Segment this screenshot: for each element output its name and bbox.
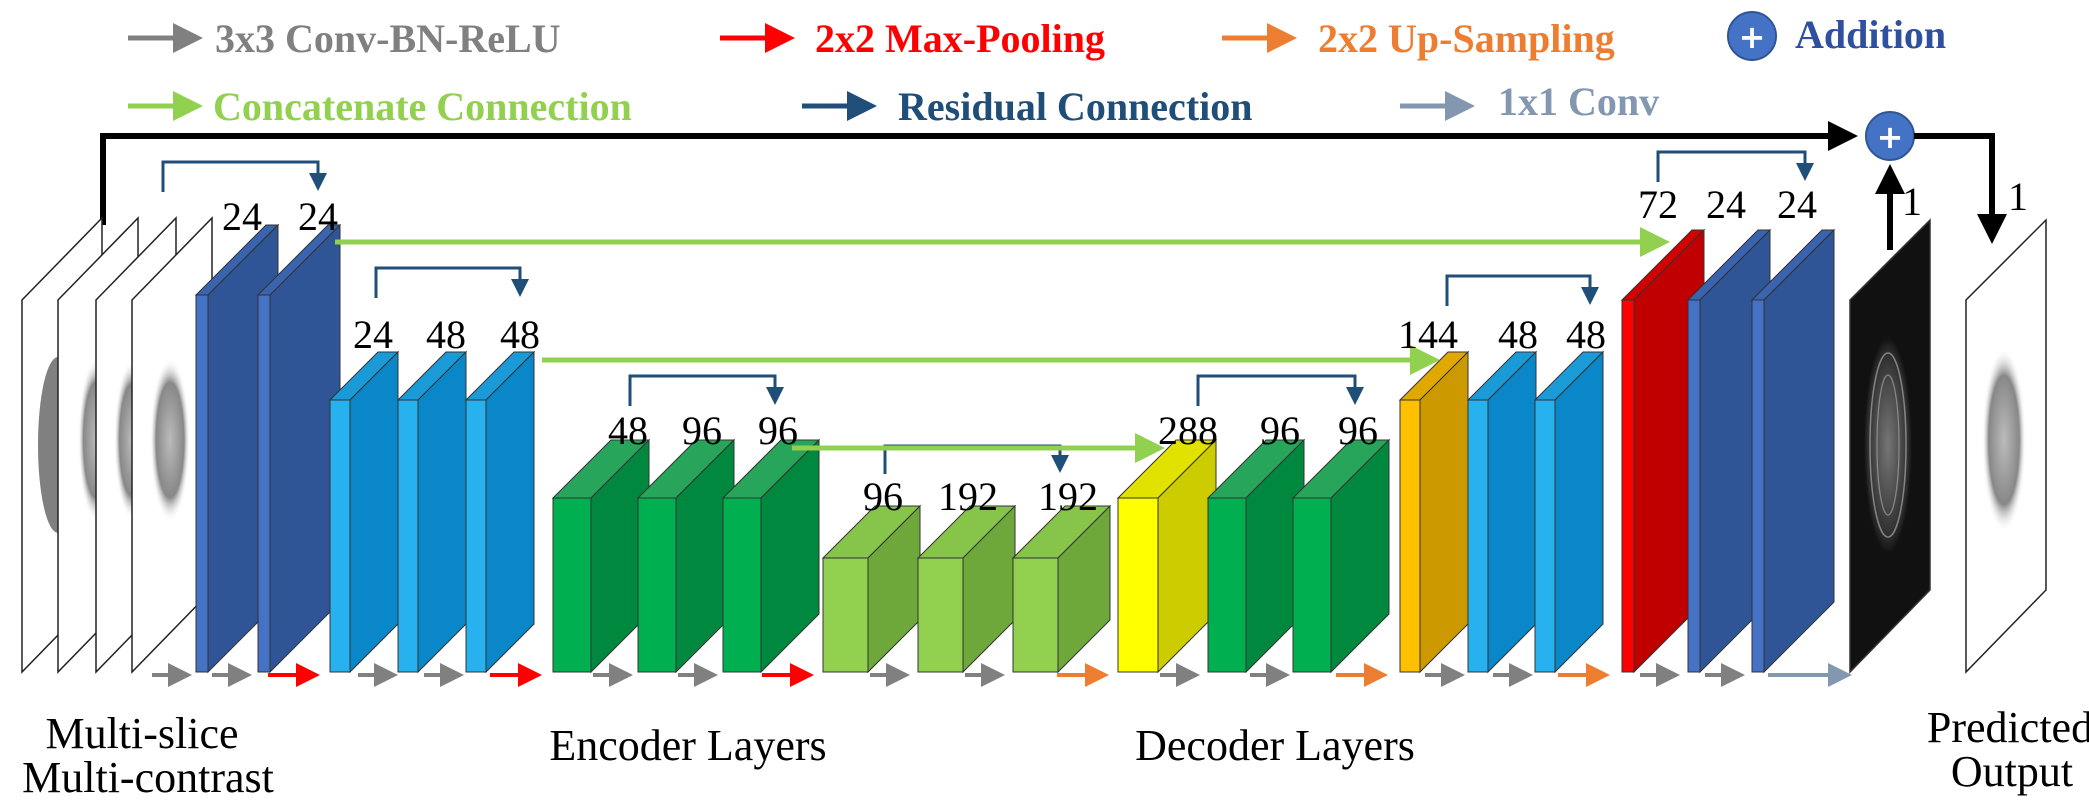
- caption-input-line2: Multi-contrast: [22, 753, 274, 802]
- channel-label: 24: [298, 194, 338, 239]
- channel-label: 96: [1338, 408, 1378, 453]
- channel-label: 48: [426, 312, 466, 357]
- layer-block: [821, 504, 922, 674]
- channel-label: 96: [758, 408, 798, 453]
- input-slices: [21, 216, 213, 674]
- layer-block: [1116, 438, 1218, 674]
- layer-block: [464, 350, 536, 674]
- residual-connection: [628, 374, 784, 406]
- layer-block: [1466, 350, 1538, 674]
- channel-label: 144: [1398, 312, 1458, 357]
- legend-maxpool-label: 2x2 Max-Pooling: [815, 16, 1105, 61]
- layer-block: [551, 438, 651, 674]
- channel-label: 192: [938, 474, 998, 519]
- channel-label: 48: [1566, 312, 1606, 357]
- channel-label: 1: [2008, 174, 2028, 219]
- residual-connection: [1196, 374, 1364, 406]
- channel-label: 192: [1038, 474, 1098, 519]
- layer-block: [256, 223, 342, 674]
- global-skip-connection: +: [100, 111, 2007, 250]
- layer-block: [1291, 438, 1391, 674]
- layer-block: [1533, 350, 1605, 674]
- legend-addition-icon: +: [1727, 11, 1777, 61]
- legend-conv1x1-label: 1x1 Conv: [1498, 79, 1659, 124]
- residual-connection: [374, 266, 529, 298]
- channel-label: 48: [608, 408, 648, 453]
- residual-connection: [161, 160, 327, 192]
- legend-conv-label: 3x3 Conv-BN-ReLU: [215, 16, 561, 61]
- layer-block: [1620, 228, 1706, 674]
- caption-output-line2: Output: [1951, 747, 2073, 796]
- channel-label: 24: [353, 312, 393, 357]
- channel-label: 96: [682, 408, 722, 453]
- channel-labels: 24 24 24 48 48 48 96 96 96 192 192 288 9…: [222, 174, 2028, 519]
- caption-decoder: Decoder Layers: [1135, 721, 1415, 770]
- channel-label: 288: [1158, 408, 1218, 453]
- legend-concat-label: Concatenate Connection: [213, 84, 632, 129]
- caption-output-line1: Predicted: [1927, 703, 2089, 752]
- legend: 3x3 Conv-BN-ReLU 2x2 Max-Pooling 2x2 Up-…: [128, 11, 1946, 129]
- channel-label: 48: [1498, 312, 1538, 357]
- caption-encoder: Encoder Layers: [549, 721, 826, 770]
- svg-text:+: +: [1739, 18, 1766, 56]
- svg-text:+: +: [1877, 118, 1904, 156]
- legend-upsample-label: 2x2 Up-Sampling: [1318, 16, 1615, 61]
- layer-block: [1398, 350, 1470, 674]
- caption-input-line1: Multi-slice: [45, 709, 238, 758]
- layer-block: [916, 504, 1017, 674]
- residual-connection: [1445, 274, 1599, 306]
- channel-label: 72: [1638, 182, 1678, 227]
- legend-addition-label: Addition: [1795, 12, 1946, 57]
- captions: Multi-slice Multi-contrast Encoder Layer…: [22, 703, 2089, 802]
- layer-block: [328, 350, 400, 674]
- channel-label: 24: [1777, 182, 1817, 227]
- residual-connection: [1656, 150, 1814, 182]
- layer-block: [1206, 438, 1306, 674]
- channel-label: 96: [863, 474, 903, 519]
- channel-label: 24: [222, 194, 262, 239]
- channel-label: 24: [1706, 182, 1746, 227]
- channel-label: 96: [1260, 408, 1300, 453]
- layer-block: [396, 350, 468, 674]
- channel-label: 1: [1902, 179, 1922, 224]
- layer-block: [1011, 504, 1112, 674]
- legend-residual-label: Residual Connection: [898, 84, 1253, 129]
- layer-block: [1750, 228, 1836, 674]
- channel-label: 48: [500, 312, 540, 357]
- layer-block: [636, 438, 736, 674]
- layer-block: [721, 438, 821, 674]
- output-maps: [1849, 218, 2047, 674]
